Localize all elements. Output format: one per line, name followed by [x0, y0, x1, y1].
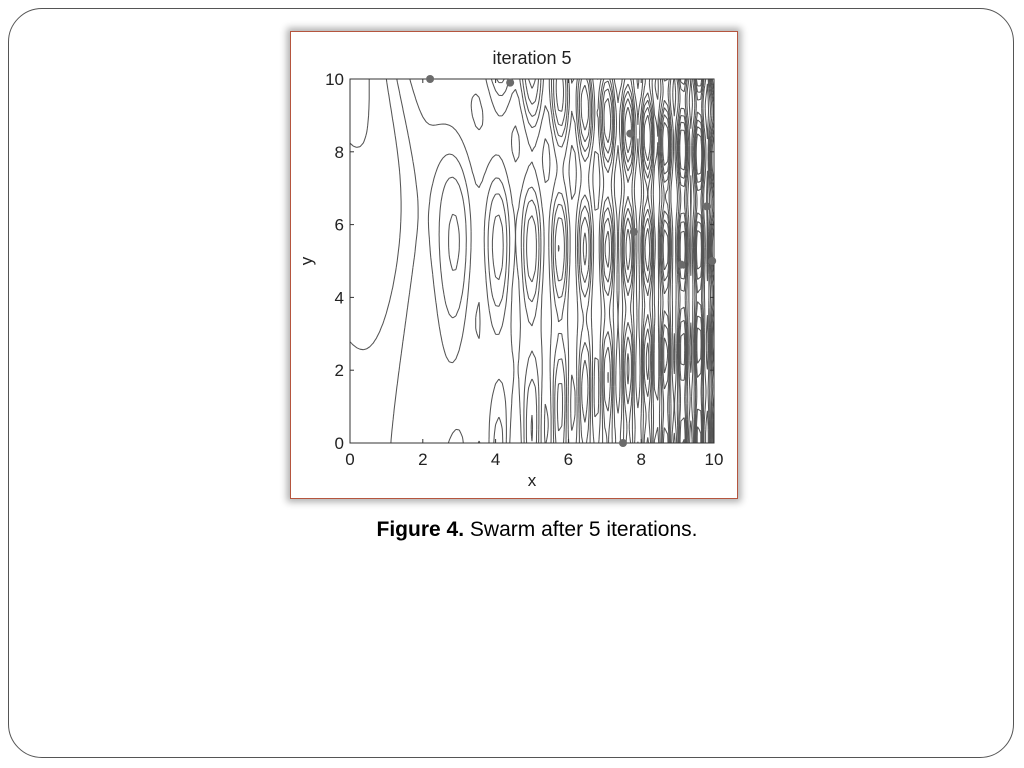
y-tick-label: 0 — [335, 434, 344, 453]
y-axis-label: y — [297, 256, 316, 265]
x-tick-label: 6 — [564, 450, 573, 469]
y-tick-label: 4 — [335, 288, 344, 307]
particle-point — [708, 257, 717, 265]
contour-plot: 0 2 4 6 8 10 0 2 4 6 8 10 iteration 5 x y — [297, 48, 723, 490]
contour-level — [636, 78, 710, 444]
contour-level — [528, 78, 715, 444]
contour-level — [349, 78, 715, 444]
x-tick-label: 2 — [418, 450, 427, 469]
particle-point — [426, 75, 435, 83]
contour-level — [349, 78, 715, 444]
contour-level — [470, 78, 711, 444]
x-axis-label: x — [528, 471, 537, 490]
figure-caption: Figure 4. Swarm after 5 iterations. — [0, 518, 1024, 542]
y-tick-label: 6 — [335, 216, 344, 235]
x-tick-label: 10 — [705, 450, 724, 469]
particle-point — [619, 439, 627, 447]
y-tick-label: 2 — [335, 361, 344, 380]
x-tick-label: 4 — [491, 450, 500, 469]
y-tick-label: 8 — [335, 143, 344, 162]
swarm-particles — [426, 75, 717, 447]
caption-text: Swarm after 5 iterations. — [469, 518, 698, 541]
particle-point — [629, 227, 638, 236]
particle-point — [506, 78, 515, 87]
particle-point — [677, 260, 686, 269]
x-tick-label: 8 — [636, 450, 645, 469]
y-tick-label: 10 — [325, 70, 344, 89]
chart-title: iteration 5 — [492, 48, 571, 68]
x-tick-label: 0 — [345, 450, 354, 469]
contour-lines — [349, 78, 715, 444]
figure-box: 0 2 4 6 8 10 0 2 4 6 8 10 iteration 5 x y — [290, 31, 738, 499]
caption-label: Figure 4. — [376, 518, 465, 541]
contour-level — [390, 78, 715, 444]
axis-ticks: 0 2 4 6 8 10 0 2 4 6 8 10 — [325, 70, 723, 469]
contour-level — [409, 78, 713, 444]
particle-point — [626, 129, 635, 138]
particle-point — [702, 202, 711, 211]
